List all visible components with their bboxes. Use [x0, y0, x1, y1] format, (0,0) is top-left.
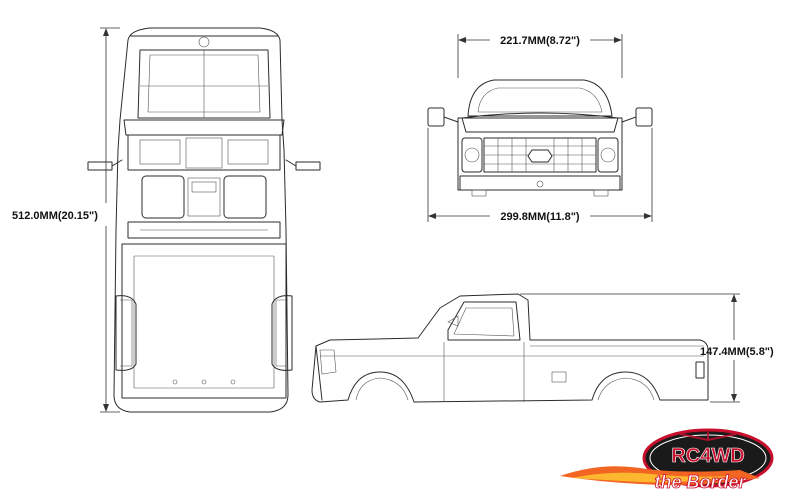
front-width-dimension-line	[427, 128, 653, 222]
height-dimension-line	[520, 293, 740, 403]
length-dimension-line	[100, 27, 120, 413]
length-label: 512.0MM(20.15")	[12, 210, 98, 222]
top-width-label: 221.7MM(8.72")	[500, 35, 580, 47]
brand-logo: RC4WD the Border	[560, 428, 774, 492]
front-width-label: 299.8MM(11.8")	[500, 211, 580, 223]
front-view-drawing	[427, 79, 653, 197]
logo-tagline-text: the Border	[654, 472, 746, 492]
top-width-dimension-line	[457, 34, 623, 78]
height-label: 147.4MM(5.8")	[700, 346, 774, 358]
top-view-drawing	[87, 27, 321, 413]
logo-brand-text: RC4WD	[671, 445, 744, 467]
side-view-drawing	[311, 293, 709, 403]
